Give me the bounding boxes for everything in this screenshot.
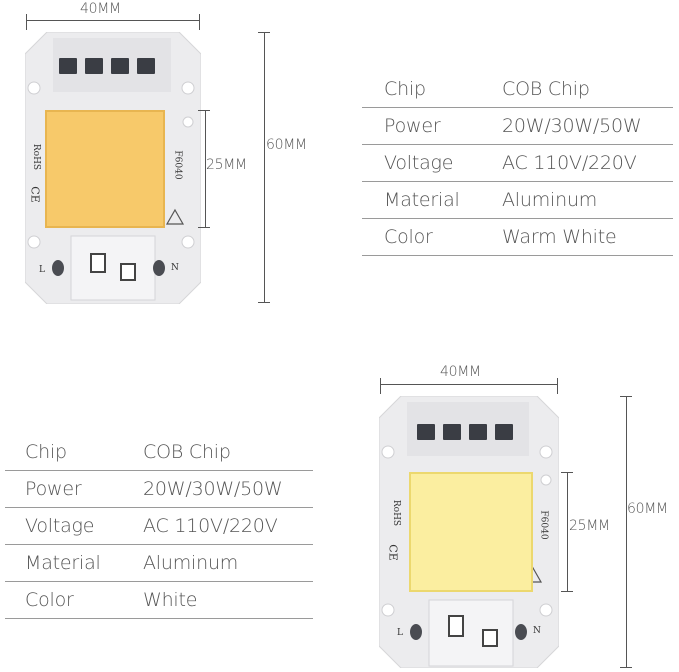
top-ce-text: CE (28, 186, 42, 203)
top-chip-tick-top (198, 110, 210, 111)
spec-value: 20W/30W/50W (502, 115, 642, 137)
spec-label: Power (384, 115, 441, 137)
table-row: Voltage AC 110V/220V (362, 145, 673, 182)
table-row: Material Aluminum (362, 182, 673, 219)
bottom-spec-table: Chip COB Chip Power 20W/30W/50W Voltage … (5, 434, 313, 619)
top-chip-tick-bottom (198, 227, 210, 228)
bottom-height-tick-bottom (620, 667, 632, 668)
spec-label: Material (25, 552, 101, 574)
bottom-chip-label: 25MM (569, 518, 610, 534)
spec-value: 20W/30W/50W (143, 478, 283, 500)
bottom-led-board: RoHS CE F6040 L N (378, 395, 560, 669)
bottom-right-pin-label: N (533, 626, 541, 636)
spec-value: Aluminum (502, 189, 598, 211)
spec-label: Chip (25, 441, 67, 463)
bottom-width-tick-right (557, 378, 558, 394)
top-height-tick-bottom (258, 302, 270, 303)
spec-value: Aluminum (143, 552, 239, 574)
table-row: Power 20W/30W/50W (5, 471, 313, 508)
bottom-ce-text: CE (386, 544, 400, 561)
bottom-height-label: 60MM (627, 501, 668, 517)
top-height-tick-top (258, 32, 270, 33)
top-width-tick-right (199, 14, 200, 30)
top-model-text: F6040 (172, 150, 183, 180)
top-board-graphic (24, 31, 202, 305)
spec-value: AC 110V/220V (143, 515, 278, 537)
top-width-line (26, 20, 200, 21)
bottom-chip-line (567, 472, 568, 592)
table-row: Material Aluminum (5, 545, 313, 582)
table-row: Power 20W/30W/50W (362, 108, 673, 145)
top-led-chip (45, 110, 165, 228)
top-height-line (264, 32, 265, 302)
spec-label: Voltage (384, 152, 454, 174)
bottom-chip-tick-top (561, 472, 573, 473)
table-row: Color Warm White (362, 219, 673, 256)
top-chip-line (205, 110, 206, 228)
bottom-width-tick-left (380, 378, 381, 394)
spec-label: Color (25, 589, 74, 611)
bottom-model-text: F6040 (538, 510, 549, 540)
spec-value: COB Chip (502, 78, 590, 100)
spec-value: COB Chip (143, 441, 231, 463)
spec-label: Power (25, 478, 82, 500)
spec-value: Warm White (502, 226, 617, 248)
spec-value: AC 110V/220V (502, 152, 637, 174)
spec-value: White (143, 589, 198, 611)
top-left-pin-label: L (39, 265, 45, 275)
top-height-label: 60MM (266, 137, 307, 153)
bottom-width-line (380, 384, 558, 385)
top-rohs-text: RoHS (31, 143, 42, 171)
top-width-tick-left (26, 14, 27, 30)
table-row: Chip COB Chip (5, 434, 313, 471)
spec-label: Chip (384, 78, 426, 100)
bottom-height-line (626, 396, 627, 668)
top-led-board: RoHS CE F6040 L N (24, 31, 202, 305)
bottom-left-pin-label: L (397, 628, 403, 638)
bottom-chip-tick-bottom (561, 591, 573, 592)
top-chip-label: 25MM (206, 157, 247, 173)
spec-label: Voltage (25, 515, 95, 537)
table-row: Color White (5, 582, 313, 619)
top-width-label: 40MM (80, 1, 121, 17)
top-spec-table: Chip COB Chip Power 20W/30W/50W Voltage … (362, 71, 673, 256)
top-right-pin-label: N (171, 263, 179, 273)
table-row: Chip COB Chip (362, 71, 673, 108)
bottom-height-tick-top (620, 396, 632, 397)
bottom-width-label: 40MM (440, 364, 481, 380)
table-row: Voltage AC 110V/220V (5, 508, 313, 545)
spec-label: Color (384, 226, 433, 248)
spec-label: Material (384, 189, 460, 211)
bottom-led-chip (409, 472, 533, 592)
bottom-rohs-text: RoHS (391, 499, 402, 527)
